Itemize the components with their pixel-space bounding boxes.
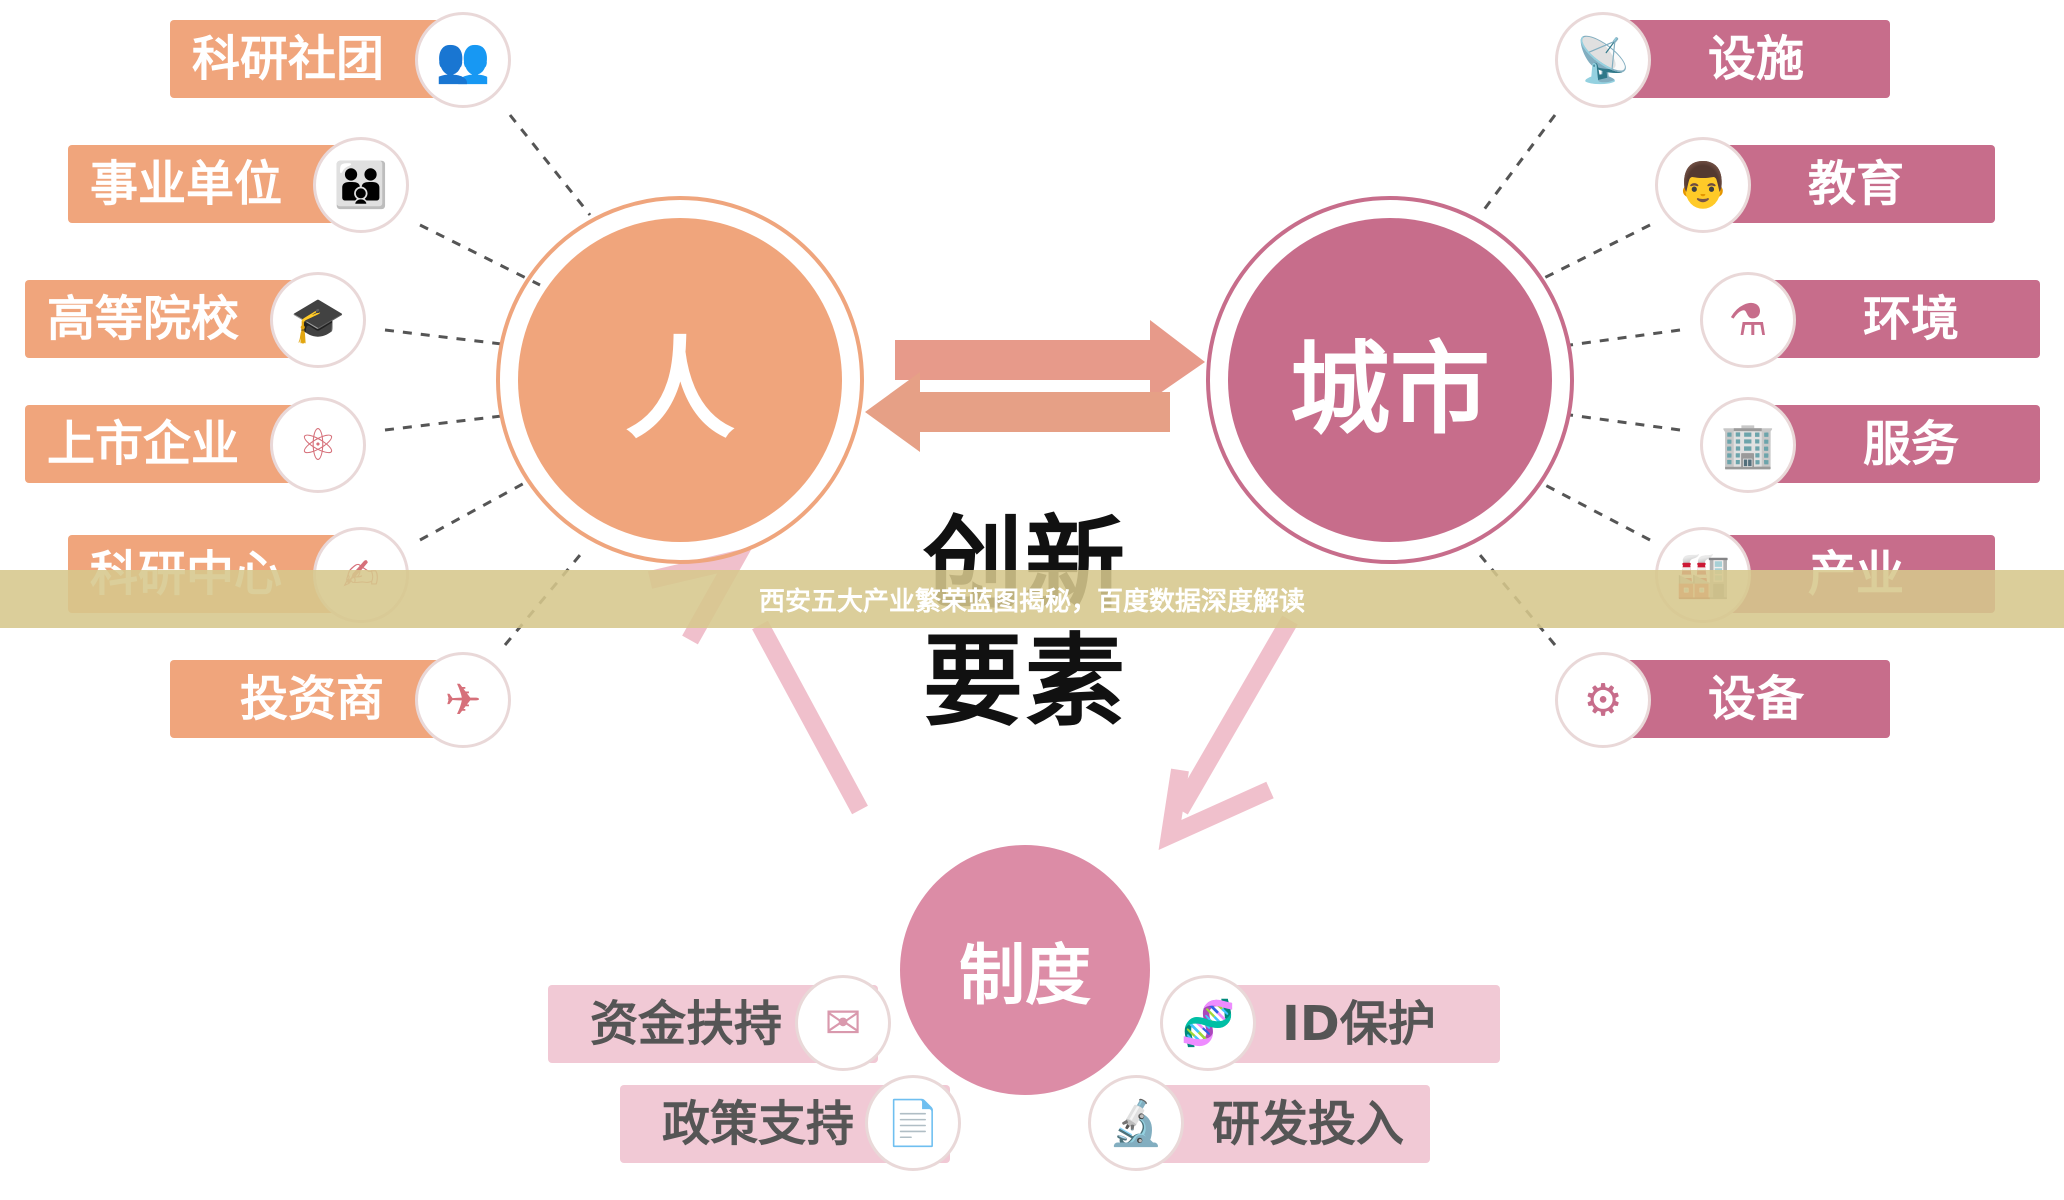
people-node-label: 人 xyxy=(625,326,735,454)
gears-icon: ⚙ xyxy=(1555,652,1651,748)
teacher-icon: 👨 xyxy=(1655,137,1751,233)
connector-line xyxy=(1539,223,1651,282)
people-item: 事业单位 xyxy=(68,145,368,223)
institution-item-label: 政策支持 xyxy=(661,1096,854,1152)
people-city-arrows xyxy=(865,320,1205,452)
people-ring xyxy=(496,196,864,564)
institution-item-label: ID保护 xyxy=(1282,996,1436,1052)
connector-line xyxy=(419,223,541,287)
atom-icon: ⚛ xyxy=(270,397,366,493)
connector-line xyxy=(508,114,592,216)
city-node: 城市 xyxy=(1228,218,1552,542)
connector-line xyxy=(1569,413,1681,432)
people-item-label: 上市企业 xyxy=(46,416,239,472)
microscope-icon: 🔬 xyxy=(1088,1075,1184,1171)
people-item-label: 科研社团 xyxy=(191,31,384,87)
buildings-icon: 🏢 xyxy=(1700,397,1796,493)
page-title: 西安五大产业繁荣蓝图揭秘，百度数据深度解读 xyxy=(758,586,1305,617)
city-item: 服务 xyxy=(1745,405,2040,483)
city-item-label: 设备 xyxy=(1708,671,1805,727)
institution-item-label: 研发投入 xyxy=(1212,1096,1405,1152)
people-item-label: 事业单位 xyxy=(89,156,282,212)
institution-item-label: 资金扶持 xyxy=(589,996,782,1052)
staff-icon: 👪 xyxy=(313,137,409,233)
city-item-label: 服务 xyxy=(1863,416,1960,472)
signal-tower-icon: 📡 xyxy=(1555,12,1651,108)
connector-line xyxy=(1544,483,1651,542)
center-label-line2: 要素 xyxy=(923,623,1127,740)
dna-icon: 🧬 xyxy=(1160,975,1256,1071)
city-node-label: 城市 xyxy=(1290,330,1490,448)
institution-node-label: 制度 xyxy=(959,937,1091,1014)
people-node: 人 xyxy=(518,218,842,542)
city-item-label: 教育 xyxy=(1808,156,1905,212)
connector-line xyxy=(1569,328,1681,347)
city-item-label: 环境 xyxy=(1863,291,1960,347)
people-item: 科研社团 xyxy=(170,20,470,98)
graduation-cap-icon: 🎓 xyxy=(270,272,366,368)
connector-line xyxy=(1478,114,1557,216)
people-item-label: 投资商 xyxy=(239,671,384,727)
city-item-label: 设施 xyxy=(1708,31,1805,87)
connector-line xyxy=(384,328,511,347)
people-group-icon: 👥 xyxy=(415,12,511,108)
connector-line xyxy=(384,413,511,432)
flask-icon: ⚗ xyxy=(1700,272,1796,368)
connector-line xyxy=(419,478,531,542)
envelope-icon: ✉ xyxy=(795,975,891,1071)
title-banner: 西安五大产业繁荣蓝图揭秘，百度数据深度解读 xyxy=(0,570,2064,628)
document-icon: 📄 xyxy=(865,1075,961,1171)
city-ring xyxy=(1206,196,1574,564)
institution-node: 制度 xyxy=(900,845,1150,1095)
people-item: 高等院校 xyxy=(25,280,325,358)
investor-icon: ✈ xyxy=(415,652,511,748)
people-item-label: 高等院校 xyxy=(46,291,239,347)
